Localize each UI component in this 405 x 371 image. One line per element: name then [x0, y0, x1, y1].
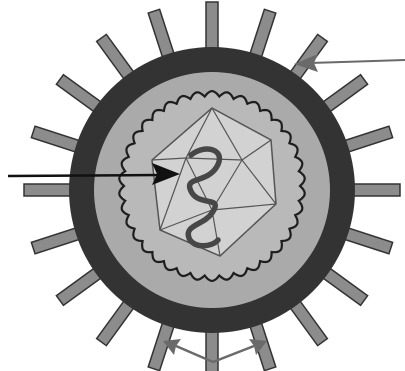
spike [348, 184, 400, 196]
spike [206, 2, 218, 54]
spike [24, 184, 76, 196]
